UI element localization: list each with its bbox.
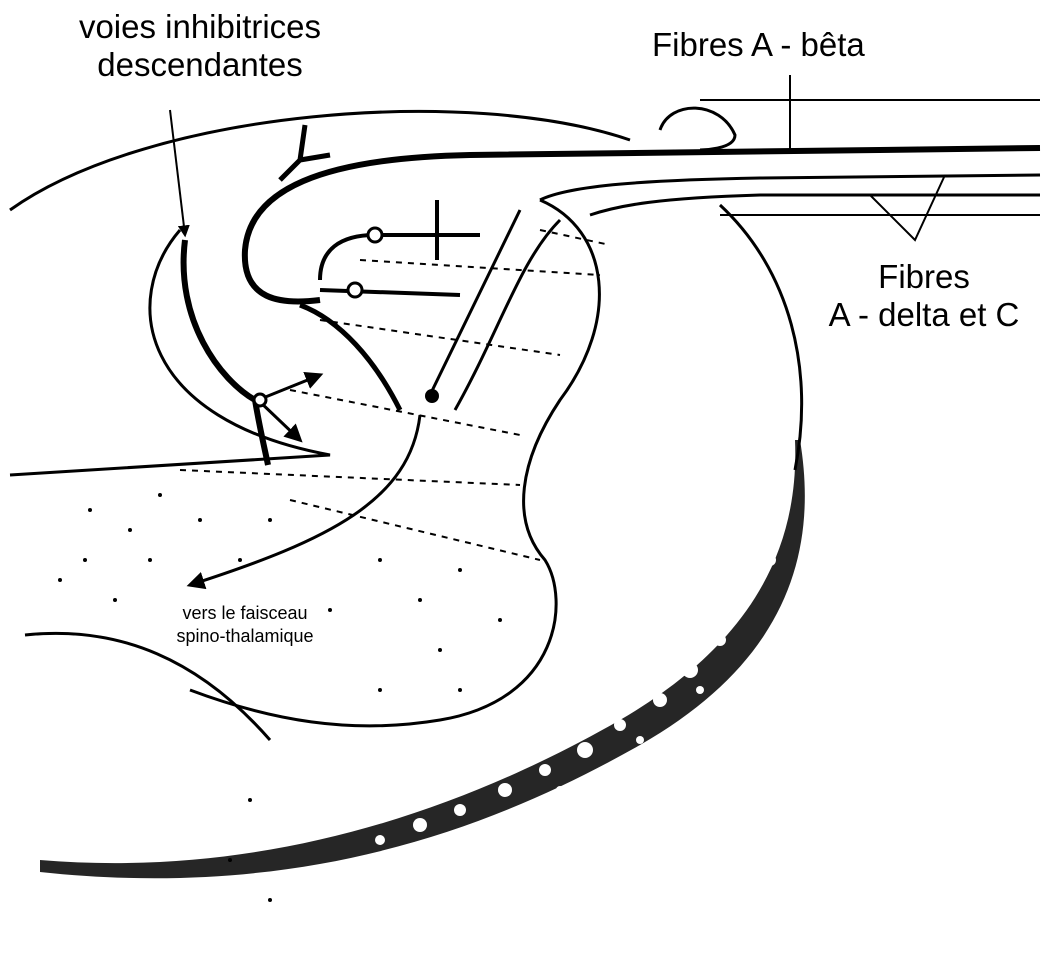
dorsal-root-ganglion xyxy=(660,108,735,150)
band-stipple xyxy=(375,554,776,845)
descending-label-line-1: voies inhibitrices xyxy=(40,8,360,46)
descending-neuron xyxy=(184,240,268,465)
neuron-2-soma xyxy=(348,283,362,297)
lower-boundary xyxy=(25,633,270,740)
interneuron-branch-1 xyxy=(258,375,320,400)
descending-label-line-2: descendantes xyxy=(40,46,360,84)
spinothalamic-label: vers le faisceau spino-thalamique xyxy=(120,602,370,648)
outer-contour-top xyxy=(10,111,630,210)
dorsal-horn-outline xyxy=(10,230,330,475)
spino-label-line-1: vers le faisceau xyxy=(120,602,370,625)
adelta-c-fibres-label: Fibres A - delta et C xyxy=(806,258,1042,334)
neuron-1-soma xyxy=(368,228,382,242)
descending-pathways-label: voies inhibitrices descendantes xyxy=(40,8,360,84)
interneuron-soma xyxy=(254,394,266,406)
adelta-label-line-2: A - delta et C xyxy=(806,296,1042,334)
descending-arrow xyxy=(170,110,185,235)
neuron-1 xyxy=(320,235,480,280)
neuron-4 xyxy=(430,210,520,395)
projection-neuron xyxy=(190,415,420,585)
spino-label-line-2: spino-thalamique xyxy=(120,625,370,648)
adelta-pointer xyxy=(870,175,945,240)
white-matter-band xyxy=(40,440,805,878)
neuron-2 xyxy=(320,290,460,295)
outer-contour-right xyxy=(720,205,802,470)
neuron-5 xyxy=(455,220,560,410)
adelta-label-line-1: Fibres xyxy=(806,258,1042,296)
abeta-fibres-label: Fibres A - bêta xyxy=(652,26,865,64)
adelta-fibre-2 xyxy=(590,195,1040,215)
neuron-4-soma xyxy=(425,389,439,403)
